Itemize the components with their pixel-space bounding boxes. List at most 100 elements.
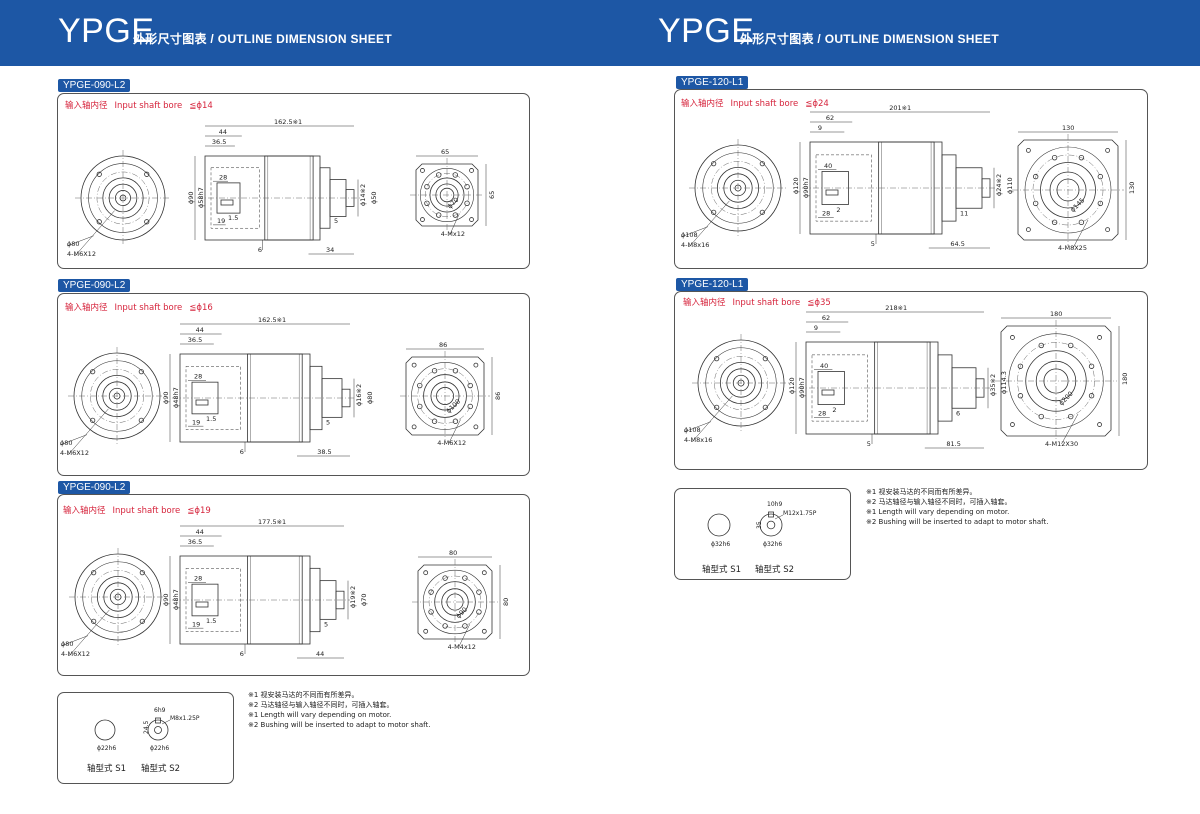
dimension-label: 4-M6X12 xyxy=(61,650,90,658)
dimension-label: 36.5 xyxy=(188,538,202,546)
dimension-label: ϕ90h7 xyxy=(798,377,806,398)
dimension-label: 86 xyxy=(439,341,447,349)
drawing-circle xyxy=(481,628,487,634)
drawing-circle xyxy=(423,570,429,576)
dimension-label: 4-M12X30 xyxy=(1045,440,1078,448)
dimension-label: 35 xyxy=(756,521,763,529)
footnotes: ※1 视安装马达的不同而有所差异。 ※2 马达轴径与输入轴径不同时，可插入轴套。… xyxy=(866,487,1048,527)
drawing-rect xyxy=(247,353,303,443)
drawing-line xyxy=(68,609,110,657)
dimension-label: 162.5※1 xyxy=(274,118,302,126)
drawing-line xyxy=(1072,219,1089,249)
dimension-label: 80 xyxy=(502,598,510,606)
sheet-subtitle: 外形尺寸图表 / OUTLINE DIMENSION SHEET xyxy=(740,32,999,46)
dimension-label: 6 xyxy=(258,246,262,254)
drawing-rect xyxy=(825,189,839,196)
header-banner-left: YPGE 外形尺寸图表 / OUTLINE DIMENSION SHEET xyxy=(0,0,600,66)
dimension-label: 180 xyxy=(1050,310,1062,318)
shaft-panel xyxy=(57,692,234,784)
drawing-circle xyxy=(94,719,116,741)
dimension-label: 9 xyxy=(814,324,818,332)
dimension-label: 28 xyxy=(822,210,830,218)
shaft-type-s2-label: 轴型式 S2 xyxy=(755,565,795,575)
drawing-line xyxy=(59,434,87,446)
dimension-label: 28 xyxy=(194,575,202,583)
drawing-rect xyxy=(195,601,209,608)
drawing-circle xyxy=(476,589,482,595)
model-tag: YPGE-120-L1 xyxy=(676,76,749,89)
model-tag: YPGE-120-L1 xyxy=(676,278,749,291)
drawing-circle xyxy=(147,719,169,741)
dimension-label: ϕ50 xyxy=(370,191,378,204)
dimension-label: 4-M8X25 xyxy=(1058,244,1087,252)
drawing-circle xyxy=(1040,162,1096,218)
square-flange xyxy=(417,564,493,640)
dimension-label: 130 xyxy=(1062,124,1074,132)
dimension-label: ϕ32h6 xyxy=(763,541,782,548)
drawing-rect xyxy=(247,555,303,645)
drawing-circle xyxy=(1032,173,1039,180)
drawing-circle xyxy=(424,200,430,207)
drawing-line xyxy=(680,226,708,238)
dimension-label: 81.5 xyxy=(946,440,960,448)
note-line: ※2 Bushing will be inserted to adapt to … xyxy=(248,721,431,729)
dimension-label: 44 xyxy=(196,528,204,536)
drawing-circle xyxy=(422,569,488,635)
drawing-circle xyxy=(417,368,473,424)
dimension-label: ϕ70 xyxy=(360,593,368,606)
dimension-label: 2 xyxy=(832,406,836,414)
drawing-line xyxy=(448,419,461,444)
drawing-circle xyxy=(452,418,459,424)
dimension-label: 65 xyxy=(441,148,449,156)
dimension-label: 34 xyxy=(326,246,334,254)
note-line: ※2 马达轴径与输入轴径不同时，可插入轴套。 xyxy=(248,701,394,709)
dimension-label: ϕ22h6 xyxy=(97,745,116,752)
note-line: ※1 视安装马达的不同而有所差异。 xyxy=(866,488,977,496)
dimension-label: ϕ80 xyxy=(366,391,374,404)
drawing-circle xyxy=(411,424,417,430)
dimension-label: 4-M6X12 xyxy=(60,449,89,457)
dimension-label: ϕ108 xyxy=(681,231,698,239)
drawing-line xyxy=(683,421,711,433)
drawing-circle xyxy=(1026,227,1031,232)
dimension-label: ϕ90 xyxy=(162,593,170,606)
dimension-label: 28 xyxy=(219,174,227,182)
model-title: YPGE xyxy=(658,12,755,50)
drawing-circle xyxy=(462,623,468,629)
dimension-label: ϕ24※2 xyxy=(995,174,1003,196)
drawing-circle xyxy=(435,172,442,178)
drawing-circle xyxy=(464,200,470,207)
drawing-circle xyxy=(707,513,731,537)
drawing-circle xyxy=(420,168,425,173)
drawing-circle xyxy=(442,623,448,629)
dimension-label: 2 xyxy=(836,206,840,214)
drawing-circle xyxy=(452,212,459,218)
drawing-circle xyxy=(759,209,765,215)
drawing-circle xyxy=(1068,342,1074,349)
drawing-circle xyxy=(711,209,717,215)
drawing-circle xyxy=(452,172,459,178)
note-line: ※1 视安装马达的不同而有所差异。 xyxy=(248,691,359,699)
drawing-circle xyxy=(714,404,720,410)
dimension-label: 5 xyxy=(326,418,330,426)
dimension-label: 40 xyxy=(824,162,832,170)
dimension-label: 4-M8x16 xyxy=(681,241,709,249)
drawing-circle xyxy=(96,219,102,225)
dimension-label: 5 xyxy=(867,440,871,448)
sheet-subtitle: 外形尺寸图表 / OUTLINE DIMENSION SHEET xyxy=(133,32,392,46)
dimension-label: ϕ35※2 xyxy=(989,374,997,396)
drawing-rect xyxy=(195,399,209,406)
drawing-circle xyxy=(417,403,423,410)
drawing-circle xyxy=(762,404,768,410)
dimension-label: 5 xyxy=(324,620,328,628)
dimension-label: ϕ114.3 xyxy=(1000,371,1008,394)
dimension-label: 64.5 xyxy=(950,240,964,248)
drawing-circle xyxy=(1097,173,1104,180)
drawing-panel xyxy=(674,291,1148,470)
dimension-label: 19 xyxy=(192,418,200,426)
drawing-circle xyxy=(1088,363,1095,369)
drawing-circle xyxy=(417,382,423,389)
drawing-circle xyxy=(766,520,776,530)
